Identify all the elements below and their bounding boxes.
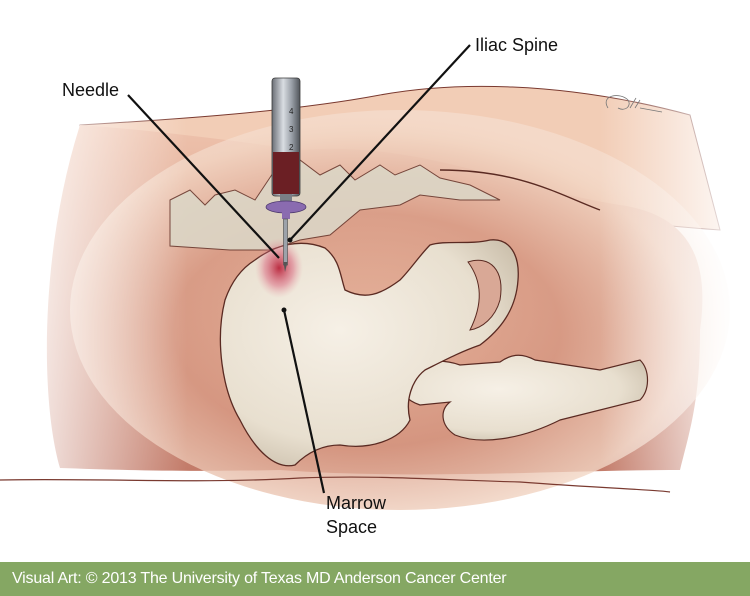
needle-leader-line <box>127 94 280 259</box>
iliac-spine-label: Iliac Spine <box>475 35 559 55</box>
artist-signature <box>605 95 663 113</box>
bone-marrow-aspiration-illustration: 2 3 4 <box>0 44 750 510</box>
marrow-space-leader-line <box>282 309 326 494</box>
syringe-mark-4: 4 <box>289 107 294 116</box>
bed-edge-line <box>0 476 671 493</box>
marrow-space-label-line1: Marrow <box>326 493 387 513</box>
marrow-puncture-site <box>255 238 303 298</box>
syringe: 2 3 4 <box>265 77 307 272</box>
syringe-mark-2: 2 <box>289 143 294 152</box>
credit-footer-bar: Visual Art: © 2013 The University of Tex… <box>0 562 750 596</box>
syringe-mark-3: 3 <box>289 125 294 134</box>
pelvis-bone <box>219 239 519 467</box>
copyright-credit: Visual Art: © 2013 The University of Tex… <box>12 570 507 587</box>
marrow-space-label-line2: Space <box>326 517 378 537</box>
needle-label: Needle <box>62 80 120 100</box>
needle-shaft <box>283 218 288 266</box>
marrow-space-label: Marrow Space <box>326 491 406 539</box>
iliac-spine-leader-line <box>289 44 471 241</box>
femur-bone <box>399 354 649 441</box>
